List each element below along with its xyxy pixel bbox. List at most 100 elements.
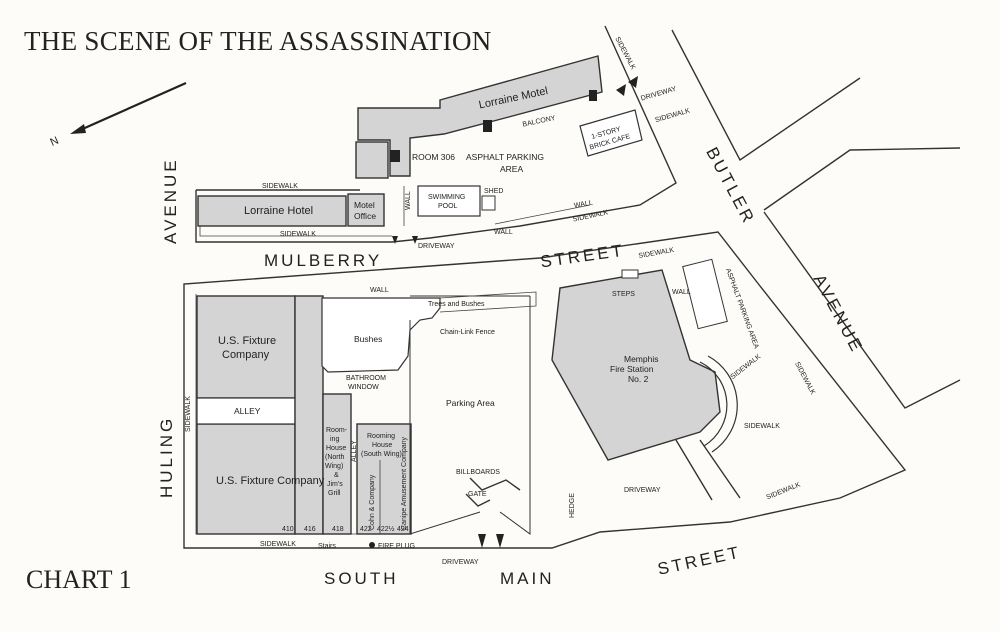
swimming-label: SWIMMING xyxy=(428,194,465,201)
wall-label: WALL xyxy=(405,191,412,210)
asphalt-area-label: AREA xyxy=(500,164,523,174)
alley-small-label: ALLEY xyxy=(351,440,358,462)
wall-label: WALL xyxy=(574,200,594,210)
mulberry-street-label: STREET xyxy=(539,241,626,272)
sidewalk-label: SIDEWALK xyxy=(185,396,192,432)
wall-label: WALL xyxy=(672,289,691,296)
main-street-label: STREET xyxy=(656,543,743,579)
svg-text:House: House xyxy=(326,445,346,452)
svg-text:Grill: Grill xyxy=(328,490,341,497)
lorraine-hotel-label: Lorraine Hotel xyxy=(244,205,313,217)
svg-text:Memphis: Memphis xyxy=(624,354,658,364)
cohn-label: Cohn & Company xyxy=(369,474,376,530)
svg-text:House: House xyxy=(372,442,392,449)
sidewalk-label: SIDEWALK xyxy=(638,247,675,260)
south-label: SOUTH xyxy=(324,569,399,588)
wall-label: WALL xyxy=(370,287,389,294)
fixture-label-1b: Company xyxy=(222,349,270,361)
lorraine-block xyxy=(195,25,677,244)
address-410: 410 xyxy=(282,526,294,533)
steps-label: STEPS xyxy=(612,291,635,298)
sidewalk-label: SIDEWALK xyxy=(262,183,298,190)
asphalt-parking-label: ASPHALT PARKING xyxy=(466,152,544,162)
driveway-label: DRIVEWAY xyxy=(418,243,455,250)
mulberry-label: MULBERRY xyxy=(264,251,382,270)
svg-text:Fire Station: Fire Station xyxy=(610,364,654,374)
bathroom-label-2: WINDOW xyxy=(348,384,379,391)
motel-office-label-1: Motel xyxy=(354,200,375,210)
motel-office-building xyxy=(347,193,385,227)
rooming-south-label: Rooming House (South Wing) xyxy=(361,433,402,458)
sidewalk-label: SIDEWALK xyxy=(766,481,802,501)
sidewalk-label: SIDEWALK xyxy=(793,361,816,396)
main-label: MAIN xyxy=(500,569,555,588)
gate-label: GATE xyxy=(468,491,487,498)
svg-text:(South Wing): (South Wing) xyxy=(361,451,402,458)
driveway-label: DRIVEWAY xyxy=(624,487,661,494)
alley xyxy=(196,397,296,425)
stairs-label: Stairs xyxy=(318,543,336,550)
us-fixture-south xyxy=(196,423,296,535)
north-label: N xyxy=(48,135,60,149)
fixture-label-2: U.S. Fixture Company xyxy=(216,475,325,487)
sidewalk-label: SIDEWALK xyxy=(730,353,763,381)
sidewalk-label: SIDEWALK xyxy=(654,107,691,124)
sidewalk-label: SIDEWALK xyxy=(744,423,780,430)
brick-cafe-building xyxy=(579,109,643,157)
lorraine-hotel-building xyxy=(197,195,347,227)
chart-label: CHART 1 xyxy=(26,565,132,594)
asphalt-parking-small xyxy=(682,258,728,330)
shed-label: SHED xyxy=(484,188,503,195)
south-block xyxy=(183,231,907,549)
chain-link-fence xyxy=(409,295,531,535)
address-418: 418 xyxy=(332,526,344,533)
avenue-label: AVENUE xyxy=(161,157,180,244)
svg-text:&: & xyxy=(334,472,339,479)
svg-text:(North: (North xyxy=(325,454,345,461)
pool-label: POOL xyxy=(438,203,458,210)
rooming-house-north xyxy=(322,393,352,535)
huling-label: HULING xyxy=(157,416,176,498)
butler-label: BUTLER xyxy=(702,144,759,228)
canipe-label: Canipe Amusement Company xyxy=(401,437,408,530)
chain-link-label: Chain-Link Fence xyxy=(440,329,495,336)
swimming-pool xyxy=(417,185,481,217)
sidewalk-label: SIDEWALK xyxy=(280,231,316,238)
us-fixture-north xyxy=(196,295,296,399)
address-416: 416 xyxy=(304,526,316,533)
fire-plug-icon xyxy=(369,542,375,548)
address-424: 424 xyxy=(397,526,409,533)
butler-east-curbs xyxy=(671,29,961,409)
svg-text:No. 2: No. 2 xyxy=(628,374,649,384)
bathroom-label-1: BATHROOM xyxy=(346,375,386,382)
fire-plug-label: FIRE PLUG xyxy=(378,543,415,550)
trees-bushes-label: Trees and Bushes xyxy=(428,301,485,308)
svg-text:Wing): Wing) xyxy=(325,463,343,470)
hedge-label: HEDGE xyxy=(569,493,576,518)
butler-avenue-label: AVENUE xyxy=(810,271,867,356)
rooming-house-south xyxy=(356,423,412,535)
address-422-half: 422½ xyxy=(377,525,395,533)
svg-text:Rooming: Rooming xyxy=(367,433,395,440)
north-arrow-icon: N xyxy=(48,81,187,149)
sidewalk-label: SIDEWALK xyxy=(260,541,296,548)
rooming-north-label: Room- ing House (North Wing) & Jim's Gri… xyxy=(325,427,348,497)
sidewalk-label: SIDEWALK xyxy=(572,209,609,223)
parking-area-label: Parking Area xyxy=(446,398,495,408)
bushes-label: Bushes xyxy=(354,334,382,344)
fire-station-building xyxy=(551,269,721,461)
address-422: 422 xyxy=(360,526,372,533)
motel-office-label-2: Office xyxy=(354,211,376,221)
lorraine-motel-building xyxy=(357,55,603,177)
driveway-label: DRIVEWAY xyxy=(442,559,479,566)
svg-text:Room-: Room- xyxy=(326,427,348,434)
map-title: THE SCENE OF THE ASSASSINATION xyxy=(24,26,492,56)
fixture-label-1a: U.S. Fixture xyxy=(218,335,276,347)
alley-label: ALLEY xyxy=(234,406,261,416)
wall-label: WALL xyxy=(494,229,513,236)
svg-text:ing: ing xyxy=(330,436,339,443)
billboards-label: BILLBOARDS xyxy=(456,469,500,476)
driveway-label: DRIVEWAY xyxy=(640,86,677,103)
balcony-label: BALCONY xyxy=(522,115,557,129)
